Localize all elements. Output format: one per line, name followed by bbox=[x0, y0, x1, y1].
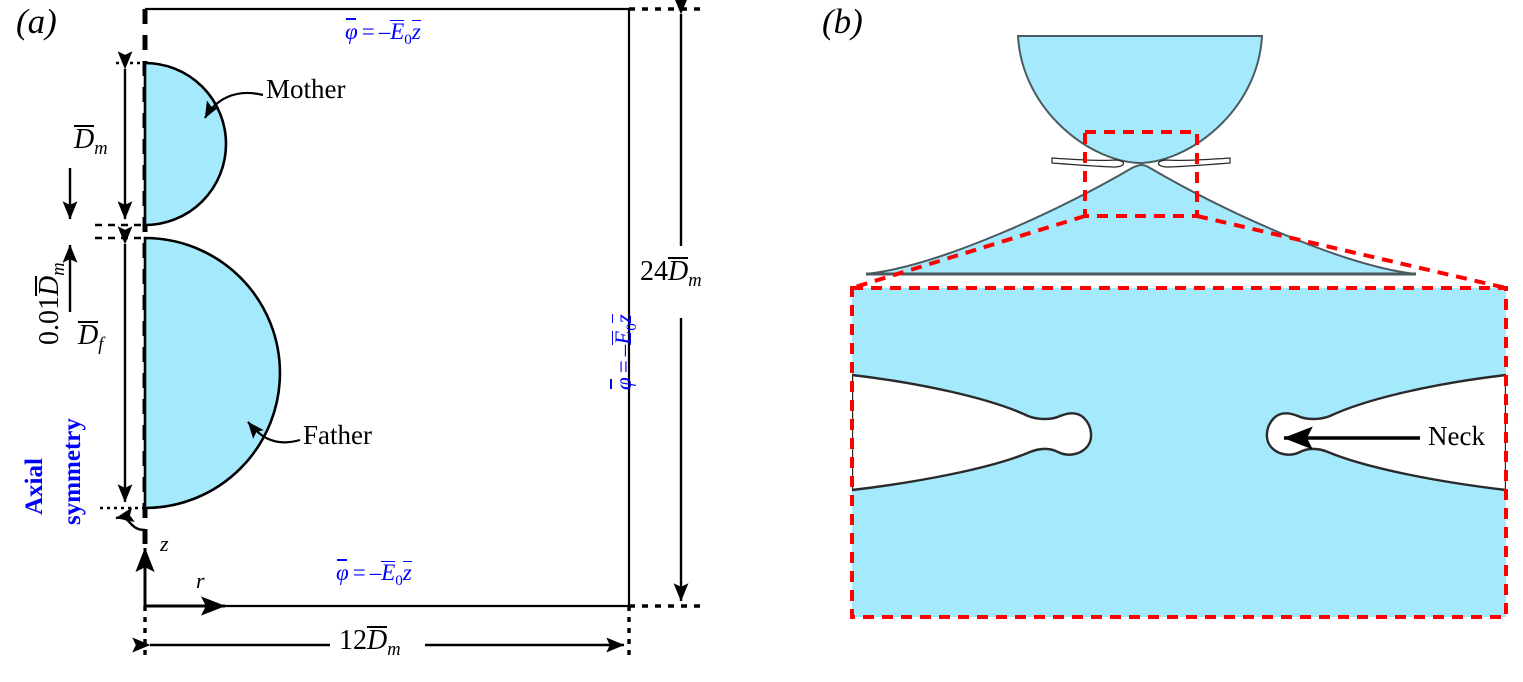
dim-mother-sub: m bbox=[94, 137, 108, 158]
bc-bottom-z: z bbox=[402, 560, 412, 585]
zoom-source-box bbox=[1083, 130, 1199, 218]
bc-bottom-sub: 0 bbox=[395, 571, 403, 589]
father-callout-leader bbox=[247, 421, 301, 444]
axial-symmetry-label-line1: Axial bbox=[21, 458, 48, 515]
panel-a-tag: (a) bbox=[16, 2, 57, 41]
bc-bottom-minus: – bbox=[369, 560, 382, 585]
dim-gap-D: D bbox=[34, 275, 65, 296]
dim-label-height: 24Dm bbox=[640, 256, 702, 290]
bc-top-label: φ=–E0z bbox=[345, 18, 421, 48]
mother-droplet-label: Mother bbox=[266, 74, 346, 104]
dim-height-number: 24 bbox=[640, 256, 668, 287]
bc-bottom-eq: = bbox=[352, 560, 366, 585]
gas-gap-left-shape bbox=[852, 373, 1093, 492]
panel-b-tag: (b) bbox=[822, 2, 863, 41]
zoom-connector-right bbox=[1196, 214, 1507, 290]
father-droplet-shape bbox=[143, 236, 282, 510]
axial-symmetry-leader bbox=[115, 507, 146, 532]
lower-droplet-shape bbox=[865, 164, 1417, 275]
dim-height-sub: m bbox=[688, 269, 702, 290]
neck-slit-right bbox=[1157, 157, 1231, 168]
gas-gap-right-shape bbox=[1265, 373, 1506, 492]
z-axis-label: z bbox=[160, 531, 169, 556]
bc-top-minus: – bbox=[378, 19, 391, 44]
dim-gap-sub: m bbox=[47, 262, 68, 276]
bc-top-z: z bbox=[411, 19, 421, 44]
mother-callout-leader bbox=[204, 91, 264, 119]
bc-right-phi: φ bbox=[611, 377, 636, 390]
bc-top-sub: 0 bbox=[404, 30, 412, 48]
mother-droplet-shape bbox=[143, 61, 228, 227]
neck-label: Neck bbox=[1428, 421, 1485, 451]
dim-label-mother-diameter: Dm bbox=[74, 124, 108, 158]
dim-label-gap: 0.01Dm bbox=[34, 262, 68, 345]
bc-right-z: z bbox=[611, 314, 636, 324]
bc-top-phi: φ bbox=[345, 18, 358, 44]
zoom-target-box bbox=[850, 286, 1508, 619]
dim-width-sub: m bbox=[387, 638, 401, 659]
axial-symmetry-label-line2: symmetry bbox=[59, 418, 86, 525]
bc-top-eq: = bbox=[361, 19, 375, 44]
magnified-view-content bbox=[852, 288, 1506, 617]
bc-right-eq: = bbox=[611, 360, 636, 374]
panel-b-graphics bbox=[850, 35, 1508, 619]
dim-width-number: 12 bbox=[339, 625, 367, 656]
bc-right-sub: 0 bbox=[622, 323, 640, 331]
dim-mother-D: D bbox=[74, 124, 95, 155]
bc-bottom-label: φ=–E0z bbox=[336, 559, 412, 589]
dim-height-D: D bbox=[668, 256, 689, 287]
dim-label-width: 12Dm bbox=[339, 625, 401, 659]
dim-father-sub: f bbox=[98, 333, 104, 354]
dim-width-D: D bbox=[367, 625, 388, 656]
bc-bottom-phi: φ bbox=[336, 559, 349, 585]
dim-father-D: D bbox=[78, 320, 99, 351]
r-axis-label: r bbox=[196, 568, 205, 593]
dim-gap-number: 0.01 bbox=[34, 296, 65, 345]
domain-boundary bbox=[145, 7, 631, 608]
bc-right-minus: – bbox=[611, 344, 636, 357]
bc-right-label: φ = –E0z bbox=[611, 314, 640, 390]
neck-slit-left bbox=[1051, 157, 1125, 168]
zoom-connector-left bbox=[851, 214, 1086, 290]
bc-top-E: E bbox=[390, 19, 405, 44]
panel-a-graphics bbox=[62, 0, 700, 660]
upper-droplet-shape bbox=[1016, 35, 1264, 165]
bc-bottom-E: E bbox=[381, 560, 396, 585]
father-droplet-label: Father bbox=[303, 420, 372, 450]
bc-right-E: E bbox=[611, 330, 636, 345]
dim-label-father-diameter: Df bbox=[78, 320, 104, 354]
